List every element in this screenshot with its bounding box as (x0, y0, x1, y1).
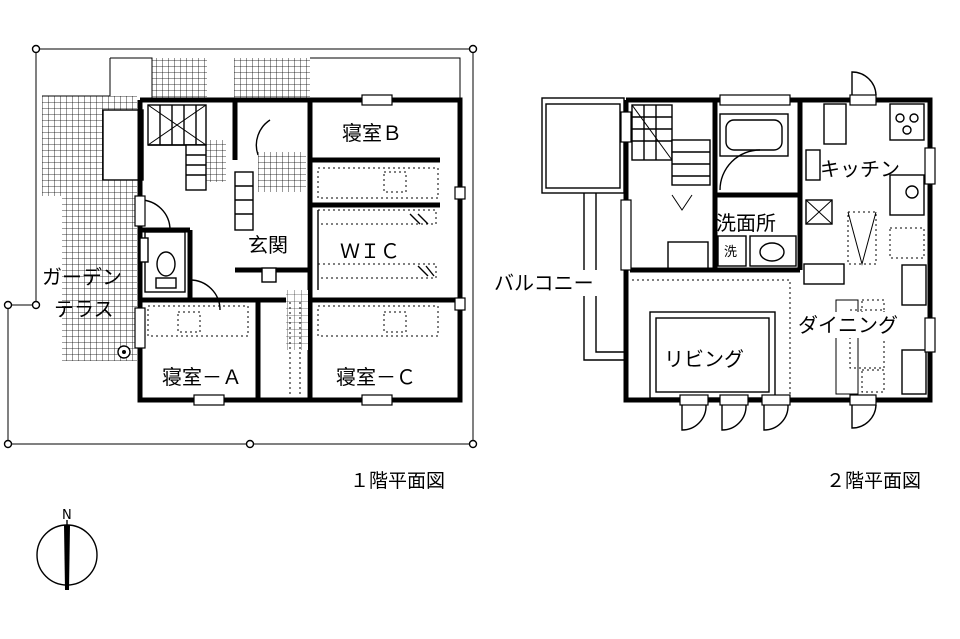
entrance-storage (234, 171, 308, 350)
second-floor-walls (623, 97, 933, 403)
second-floor-stairs (631, 104, 711, 186)
second-floor-title: ２階平面図 (826, 470, 921, 492)
balcony-label: バルコニー (494, 271, 594, 295)
bedroom-a-label: 寝室－Ａ (162, 365, 242, 389)
entrance-label: 玄関 (248, 233, 288, 257)
dining-label: ダイニング (798, 313, 898, 337)
wic-label: ＷＩＣ (340, 239, 400, 263)
living-label: リビング (664, 347, 744, 371)
north-label: N (62, 508, 72, 523)
first-floor-title: １階平面図 (350, 470, 445, 492)
first-floor-plan: 寝室Ｂ 玄関 ＷＩＣ ガーデン テラス 寝室－Ａ 寝室－Ｃ １階平面図 (3, 44, 478, 492)
balcony (541, 97, 625, 361)
kitchen-counters (803, 103, 927, 395)
first-floor-furniture (139, 119, 439, 395)
second-floor-openings (620, 71, 936, 431)
garden-terrace-label-1: ガーデン (42, 265, 122, 289)
north-compass: N (36, 508, 98, 590)
garden-paving (42, 57, 461, 361)
north-arrow-icon (64, 525, 70, 590)
bathroom-fixtures: 洗 (717, 113, 797, 267)
first-floor-windows (117, 94, 466, 406)
washroom-label: 洗面所 (716, 211, 776, 235)
dining-living-furniture (632, 194, 885, 399)
wic-shelving (317, 209, 437, 290)
second-floor-plan: 洗 (492, 71, 936, 492)
garden-terrace-label-2: テラス (54, 297, 114, 321)
washer-label: 洗 (724, 245, 737, 260)
first-floor-toilet (139, 231, 186, 293)
kitchen-label: キッチン (820, 157, 900, 181)
bedroom-b-label: 寝室Ｂ (342, 121, 402, 145)
bedroom-c-label: 寝室－Ｃ (336, 365, 416, 389)
site-boundary (3, 44, 478, 449)
first-floor-stairs (147, 104, 207, 191)
